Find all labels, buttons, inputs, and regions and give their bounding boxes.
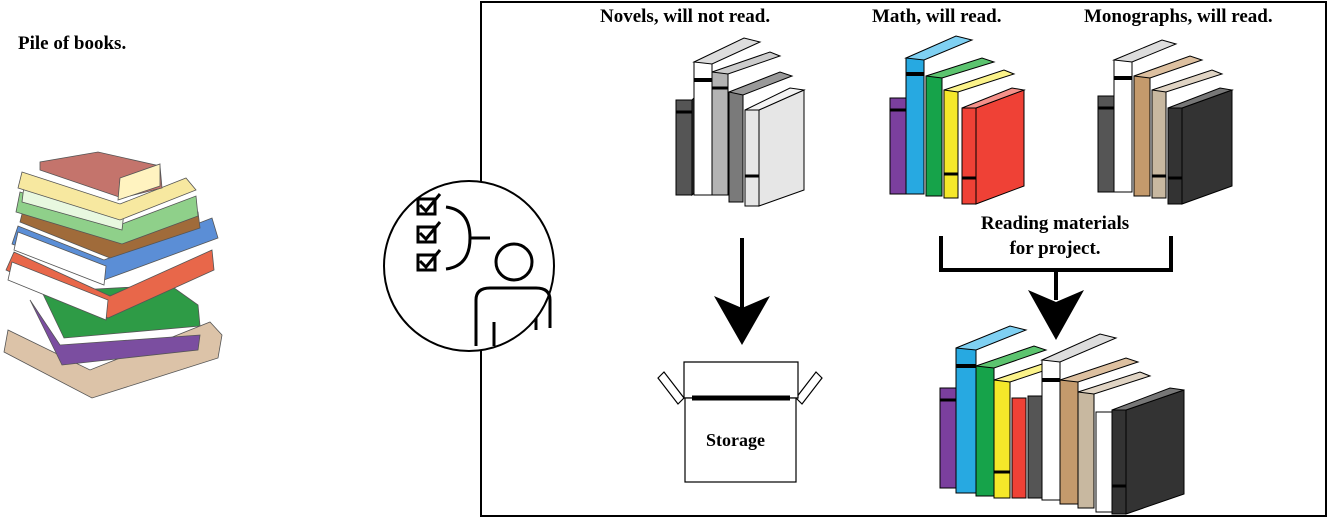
arrow-down-icon <box>714 238 770 345</box>
book-group-icon <box>675 37 806 207</box>
reading-materials-label: Reading materials for project. <box>950 211 1160 261</box>
checklist-person-icon <box>383 180 555 352</box>
reading-label-line1: Reading materials <box>980 213 1130 234</box>
monographs-label: Monographs, will read. <box>1084 6 1273 27</box>
book-pile-icon <box>3 151 223 399</box>
book-group-icon <box>889 35 1026 205</box>
storage-label: Storage <box>706 430 765 450</box>
bracket-icon <box>939 236 1173 300</box>
book-group-icon <box>1097 39 1234 205</box>
reading-label-line2: for project. <box>1009 238 1101 259</box>
arrow-down-icon <box>1028 290 1084 340</box>
pile-label: Pile of books. <box>18 33 127 54</box>
storage-box-icon <box>657 361 823 483</box>
novels-label: Novels, will not read. <box>600 6 771 27</box>
book-group-icon <box>939 325 1185 515</box>
math-label: Math, will read. <box>872 6 1002 27</box>
